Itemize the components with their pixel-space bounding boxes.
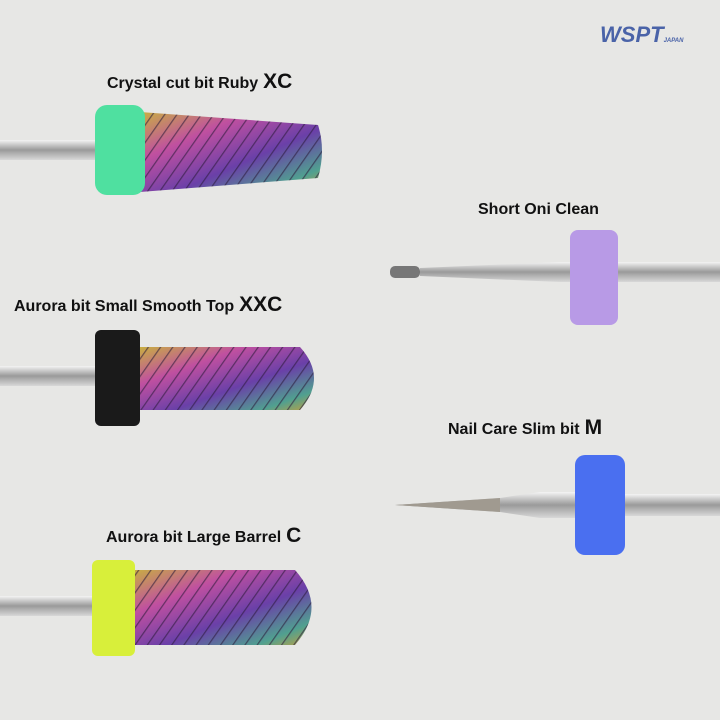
bit-short-oni-clean xyxy=(390,230,720,325)
bit-nail-care-slim xyxy=(395,455,720,555)
bit-crystal-cut-ruby xyxy=(0,105,322,195)
product-label: Short Oni Clean xyxy=(478,201,599,218)
bit-aurora-small-smooth-top xyxy=(0,330,314,426)
brand-logo: WSPTJAPAN xyxy=(600,22,684,47)
bit-aurora-large-barrel xyxy=(0,560,312,656)
